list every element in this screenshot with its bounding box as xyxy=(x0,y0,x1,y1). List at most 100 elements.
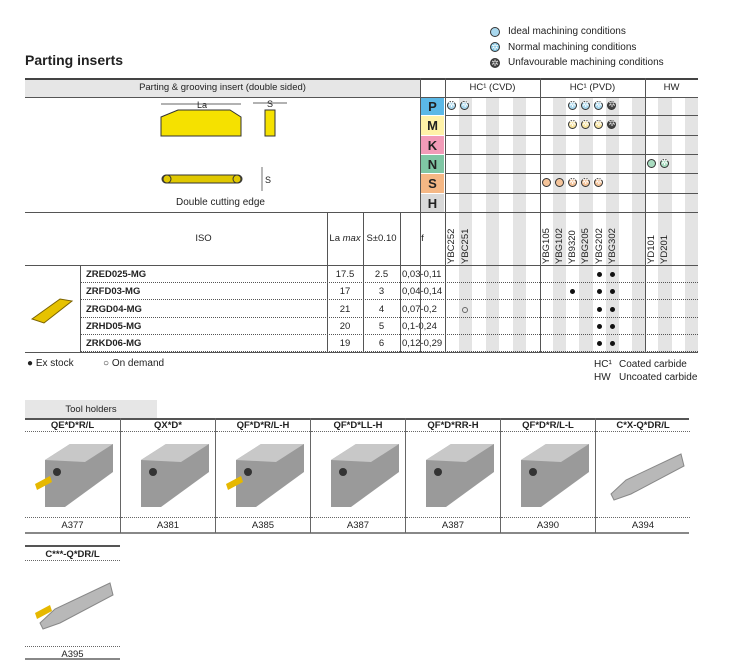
holder-name: QF*D*R/L-H xyxy=(216,418,310,432)
ideal-icon xyxy=(490,26,500,37)
holder-name: QF*D*R/L-L xyxy=(501,418,595,432)
tool-holder[interactable]: C*X-Q*DR/L A394 xyxy=(595,418,690,533)
iso-code: ZRED025-MG xyxy=(86,269,147,280)
group-pvd: HC¹ (PVD) xyxy=(540,78,645,97)
holder-image xyxy=(121,432,215,518)
on-demand-legend: ○ On demand xyxy=(103,358,165,369)
grade-column xyxy=(605,78,619,352)
f-value: 0,1-0,24 xyxy=(402,321,437,332)
holder-page: A385 xyxy=(251,520,275,531)
hw-label: Uncoated carbide xyxy=(619,372,698,383)
caption: Double cutting edge xyxy=(176,197,265,208)
ex-stock-icon xyxy=(609,272,615,277)
normal-condition-icon xyxy=(659,157,669,168)
ideal-condition-icon xyxy=(541,178,551,187)
normal-condition-icon xyxy=(567,118,577,129)
f-value: 0,07-0,2 xyxy=(402,304,437,315)
holder-page: A381 xyxy=(156,520,180,531)
normal-condition-icon xyxy=(594,176,604,187)
holder-name: C***-Q*DR/L xyxy=(25,547,120,561)
normal-condition-icon xyxy=(594,118,604,129)
normal-condition-icon xyxy=(580,176,590,187)
insert-image xyxy=(30,298,74,324)
unfavourable-icon xyxy=(490,56,500,71)
f-value: 0,12-0,29 xyxy=(402,338,443,350)
grade-column xyxy=(485,78,500,352)
f-value: 0,03-0,11 xyxy=(402,269,442,280)
s-value: 3 xyxy=(378,286,385,298)
table-row: ZRGD04-MG 21 4 0,07-0,2 xyxy=(80,301,698,318)
ex-stock-icon xyxy=(596,323,602,329)
ex-stock-icon xyxy=(609,289,615,295)
col-s: S±0.10 xyxy=(366,233,397,244)
holder-image xyxy=(25,561,120,647)
material-P: P xyxy=(421,98,444,115)
iso-code: ZRFD03-MG xyxy=(86,286,141,298)
hc-label: Coated carbide xyxy=(619,359,687,370)
holder-name: C*X-Q*DR/L xyxy=(596,418,690,432)
normal-condition-icon xyxy=(580,118,590,129)
s-value: 4 xyxy=(378,303,385,315)
ex-stock-icon xyxy=(596,306,602,312)
tool-holder[interactable]: C***-Q*DR/L A395 xyxy=(25,545,120,660)
ideal-condition-icon xyxy=(554,178,564,187)
dim-la: La xyxy=(197,100,208,110)
la-max: 21 xyxy=(339,303,351,315)
holder-image xyxy=(25,432,120,518)
normal-icon xyxy=(490,40,500,56)
normal-condition-icon xyxy=(567,99,577,110)
material-H: H xyxy=(421,194,444,212)
tool-holder[interactable]: QE*D*R/L A377 xyxy=(25,418,120,533)
col-f: f xyxy=(421,233,424,244)
tool-holder[interactable]: QF*D*R/L-L A390 xyxy=(500,418,595,533)
la-max: 20 xyxy=(339,320,351,332)
holder-image xyxy=(216,432,310,518)
legend-unfavourable: Unfavourable machining conditions xyxy=(490,55,664,71)
col-la-max: La max xyxy=(329,233,361,244)
f-value: 0,04-0,14 xyxy=(402,286,443,298)
grade-column xyxy=(658,78,672,352)
s-value: 5 xyxy=(378,320,385,332)
ex-stock-icon xyxy=(609,341,615,347)
tool-holder[interactable]: QF*D*R/L-H A385 xyxy=(215,418,310,533)
grade-label: YBC252 xyxy=(446,228,457,264)
material-M: M xyxy=(421,116,444,135)
legend: Ideal machining conditions Normal machin… xyxy=(490,24,664,71)
grade-column xyxy=(553,78,567,352)
page-title: Parting inserts xyxy=(25,52,124,68)
table-row: ZRFD03-MG 17 3 0,04-0,14 xyxy=(80,283,698,301)
tool-holders-tab[interactable]: Tool holders xyxy=(25,400,157,418)
group-cvd: HC¹ (CVD) xyxy=(445,78,540,97)
la-max: 19 xyxy=(339,338,351,350)
ex-stock-icon xyxy=(609,323,615,329)
iso-code: ZRKD06-MG xyxy=(86,338,142,350)
on-demand-icon xyxy=(462,306,469,313)
unfav-condition-icon xyxy=(607,118,617,129)
grade-label: YBG205 xyxy=(580,228,592,264)
s-value: 2.5 xyxy=(374,269,389,280)
hc-abbr: HC¹ xyxy=(594,359,612,370)
normal-condition-icon xyxy=(567,176,577,187)
ex-stock-legend: ● Ex stock xyxy=(27,358,74,369)
material-K: K xyxy=(421,136,444,154)
grade-column xyxy=(579,78,593,352)
insert-header-label: Parting & grooving insert (double sided) xyxy=(139,82,306,93)
s-value: 6 xyxy=(378,338,385,350)
holder-page: A394 xyxy=(631,520,655,531)
grade-column xyxy=(512,78,527,352)
table-row: ZRKD06-MG 19 6 0,12-0,29 xyxy=(80,335,698,353)
dim-s: S xyxy=(267,99,274,109)
grade-label: YBG102 xyxy=(554,228,566,264)
tool-holder[interactable]: QF*D*RR-H A387 xyxy=(405,418,500,533)
grade-label: YB9320 xyxy=(567,230,579,264)
holder-image xyxy=(501,432,595,518)
holder-page: A390 xyxy=(536,520,560,531)
holder-page: A387 xyxy=(346,520,370,531)
grade-column xyxy=(458,78,473,352)
grade-label: YBG202 xyxy=(593,228,605,264)
normal-condition-icon xyxy=(594,99,604,110)
unfav-condition-icon xyxy=(607,99,617,110)
tool-holder[interactable]: QX*D* A381 xyxy=(120,418,215,533)
tool-holder[interactable]: QF*D*LL-H A387 xyxy=(310,418,405,533)
normal-condition-icon xyxy=(460,99,470,110)
